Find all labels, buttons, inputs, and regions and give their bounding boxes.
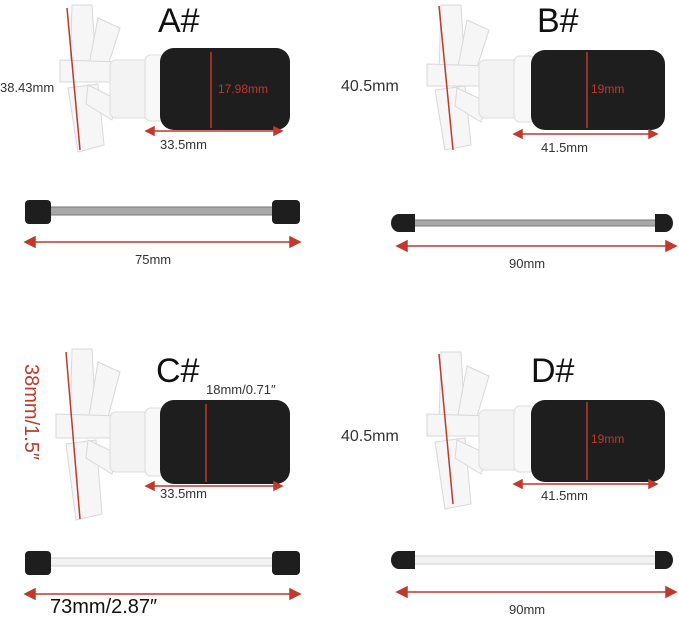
impeller-hub (109, 411, 151, 473)
model-label: C# (156, 352, 200, 390)
impeller-blades (55, 348, 121, 521)
shaft-cap-right (655, 551, 673, 569)
shaft-rod (47, 206, 275, 216)
magnet-length-dimension: 41.5mm (541, 140, 588, 155)
shaft-cap-right (272, 551, 300, 575)
shaft-cap-right (655, 214, 673, 232)
height-dimension: 38mm/1.5″ (20, 364, 42, 461)
shaft-cap-left (391, 214, 415, 232)
impeller-magnet (531, 400, 665, 482)
height-dimension: 40.5mm (341, 78, 399, 95)
dimension-lines (23, 351, 302, 601)
magnet-length-dimension: 33.5mm (160, 137, 207, 152)
shaft-rod (410, 219, 658, 227)
shaft-length-dimension: 90mm (509, 602, 546, 617)
impeller-blades (426, 351, 490, 510)
impeller-magnet (531, 50, 665, 130)
model-label: B# (537, 2, 579, 40)
impeller-b-drawing (391, 4, 678, 253)
impeller-hub (109, 59, 151, 119)
dimension-lines (395, 353, 678, 599)
shaft-cap-left (25, 200, 51, 224)
model-label: D# (531, 352, 575, 390)
impeller-panel-d: D# 40.5mm 19mm 41.5mm 90mm (339, 314, 679, 629)
impeller-panel-c: C# 38mm/1.5″ 18mm/0.71″ 33.5mm 73mm/2.87… (0, 314, 339, 629)
height-dimension: 40.5mm (341, 428, 399, 445)
impeller-c-drawing (23, 348, 302, 601)
shaft-length-dimension: 73mm/2.87″ (50, 596, 158, 618)
impeller-d-drawing (391, 351, 678, 599)
diameter-dimension: 19mm (591, 82, 625, 96)
magnet-length-dimension: 33.5mm (160, 486, 207, 501)
diameter-dimension: 18mm/0.71″ (206, 382, 276, 397)
impeller-magnet (160, 48, 290, 130)
shaft-cap-right (272, 200, 300, 224)
impeller-hub (478, 409, 520, 471)
shaft-rod (47, 557, 275, 567)
impeller-panel-b: B# 40.5mm 19mm 41.5mm 90mm (339, 0, 679, 314)
impeller-hub (478, 59, 520, 119)
dimension-lines (23, 7, 302, 249)
shaft-length-dimension: 90mm (509, 256, 546, 271)
shaft-cap-left (25, 551, 51, 575)
diameter-dimension: 17.98mm (218, 82, 269, 96)
diameter-dimension: 19mm (591, 432, 625, 446)
shaft-cap-left (391, 551, 415, 569)
impeller-magnet (160, 400, 290, 484)
shaft-length-dimension: 75mm (135, 252, 172, 267)
impeller-blades (426, 4, 490, 151)
impeller-panel-a: A# 38.43mm 17.98mm 33.5mm 75mm (0, 0, 339, 314)
shaft-rod (410, 555, 658, 565)
model-label: A# (158, 2, 200, 40)
dimension-lines (395, 5, 678, 253)
impeller-a-drawing (23, 4, 302, 249)
magnet-length-dimension: 41.5mm (541, 488, 588, 503)
height-dimension: 38.43mm (0, 80, 55, 95)
